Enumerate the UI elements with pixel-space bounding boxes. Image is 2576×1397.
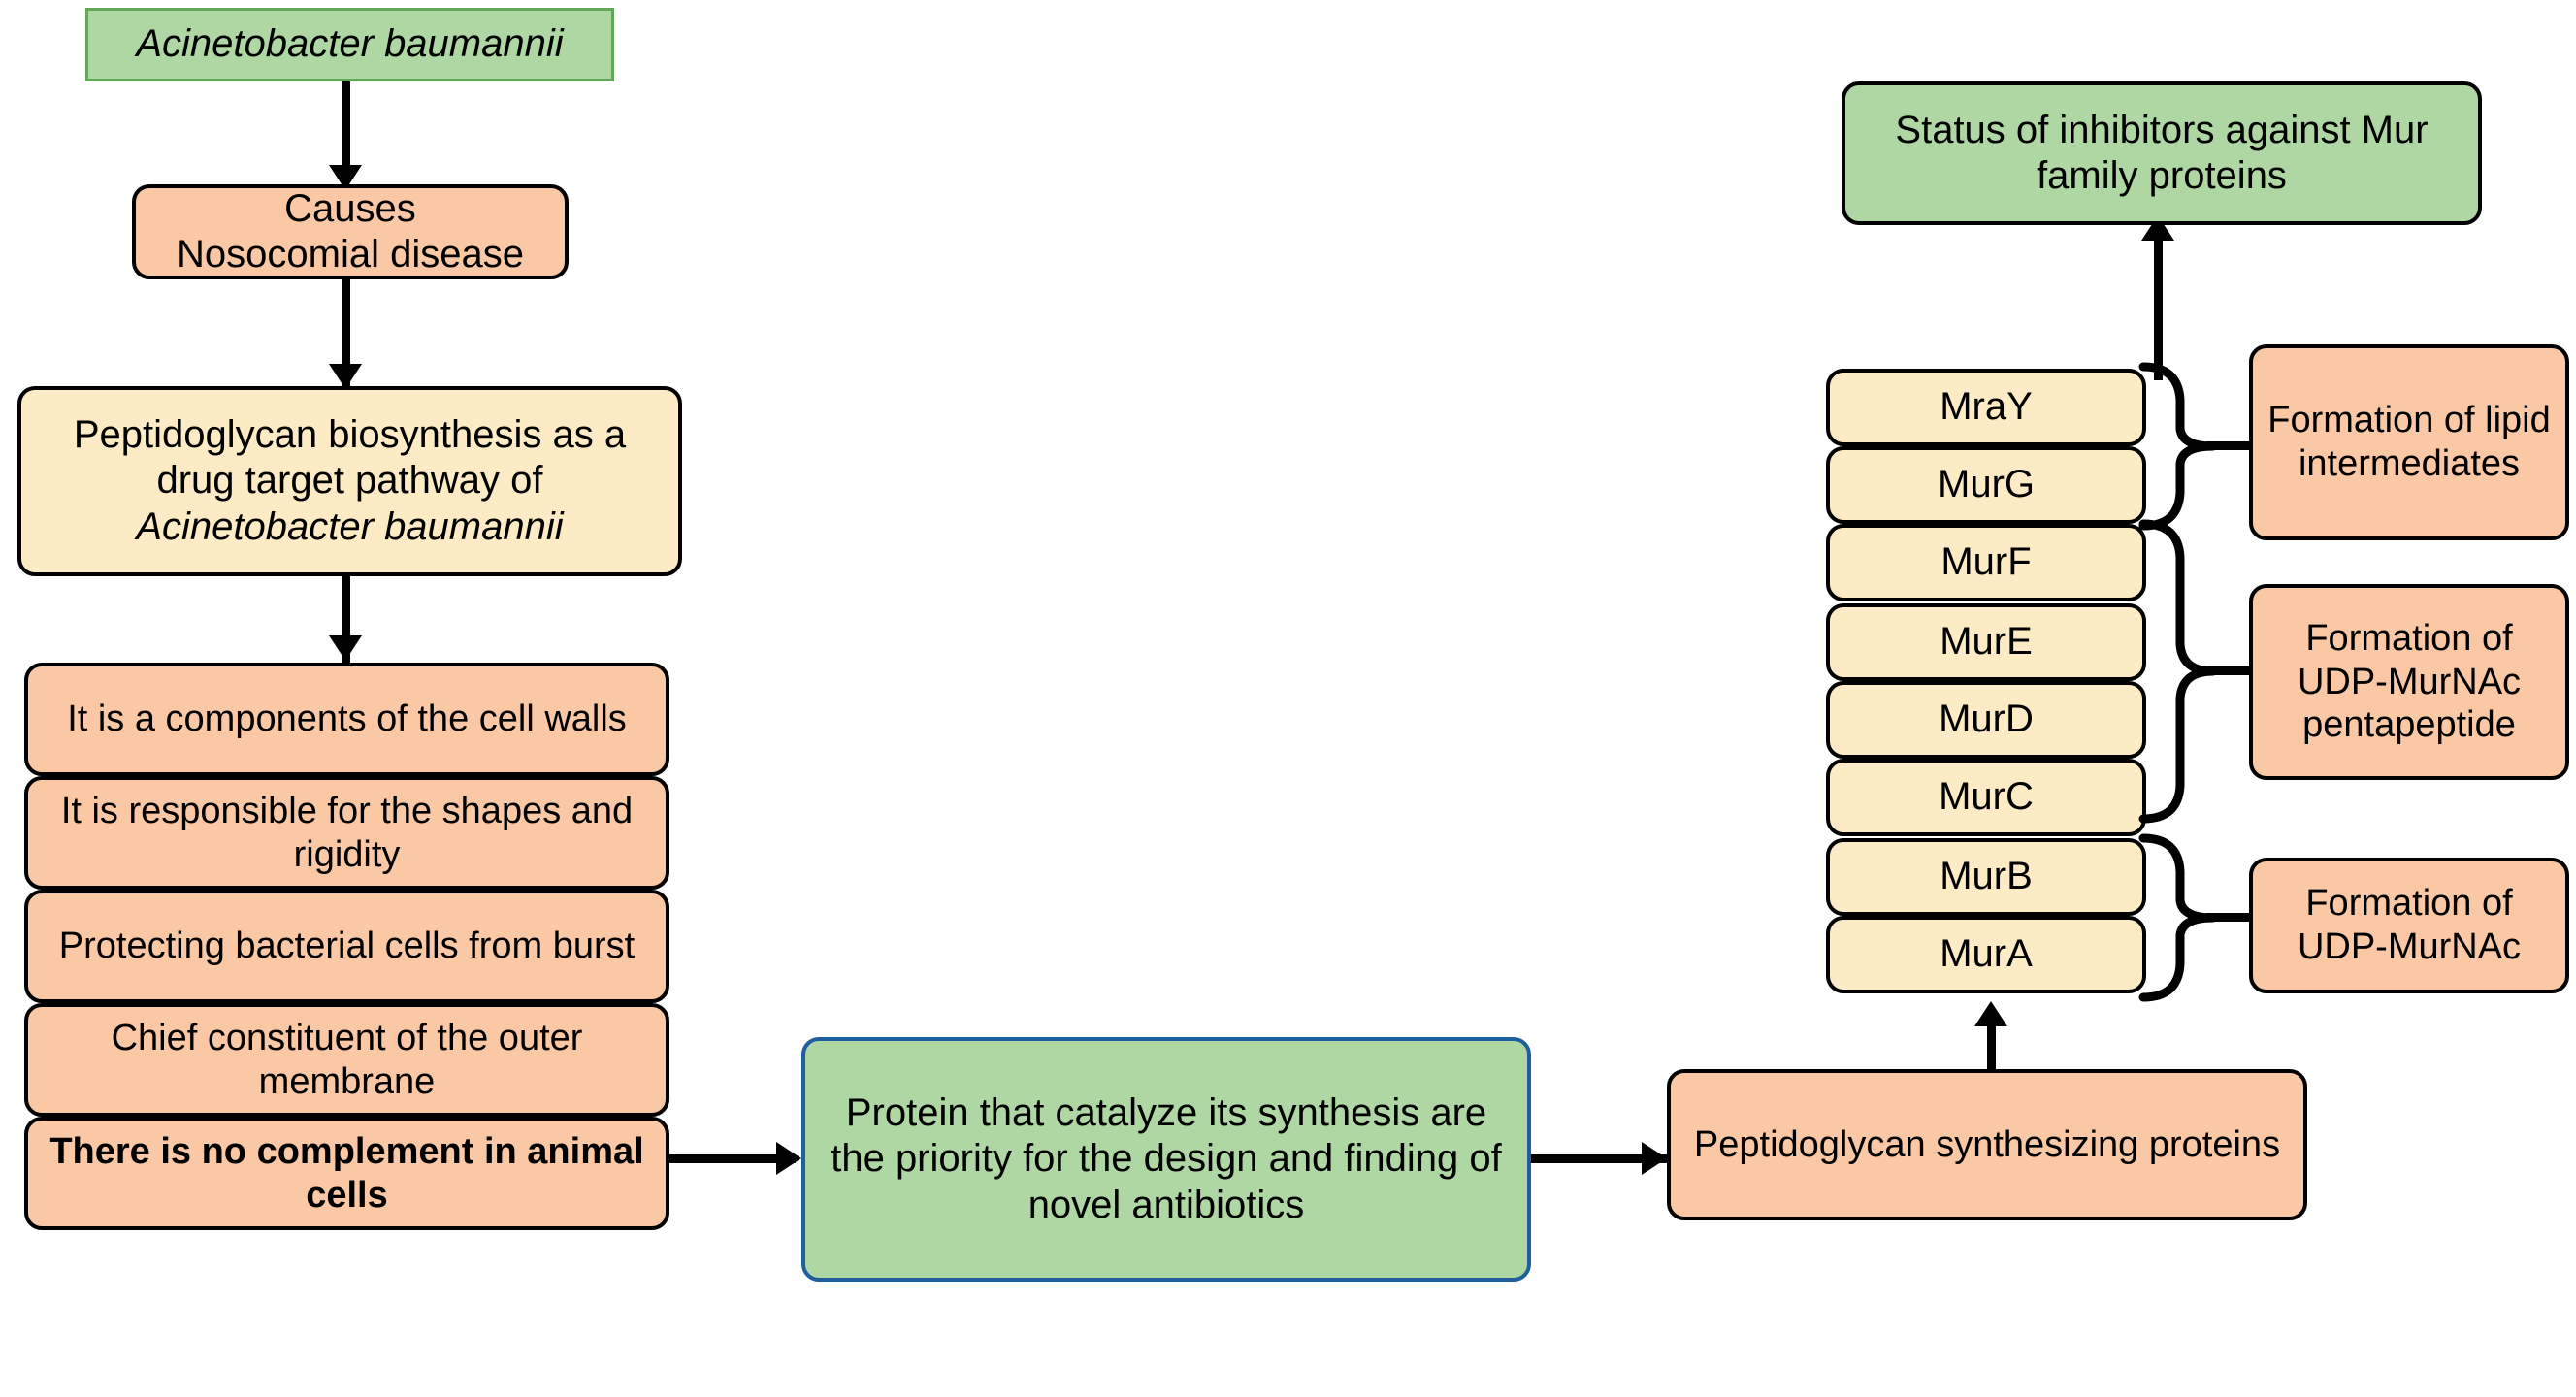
node-property-label: There is no complement in animal cells bbox=[49, 1130, 644, 1216]
node-pathway-drug-target: Peptidoglycan biosynthesis as a drug tar… bbox=[17, 386, 682, 576]
node-protein-murg: MurG bbox=[1826, 446, 2146, 524]
node-function-lipid-intermediates: Formation of lipid intermediates bbox=[2249, 344, 2569, 540]
node-protein-murf: MurF bbox=[1826, 524, 2146, 601]
node-function-udp-murnac-pentapeptide: Formation of UDP-MurNAc pentapeptide bbox=[2249, 584, 2569, 780]
node-protein-murb: MurB bbox=[1826, 838, 2146, 916]
node-synth-proteins-label: Peptidoglycan synthesizing proteins bbox=[1693, 1123, 2281, 1165]
node-organism-label: Acinetobacter baumannii bbox=[136, 22, 564, 66]
node-property-no-complement: There is no complement in animal cells bbox=[24, 1117, 669, 1230]
node-causes-nosocomial-disease: Causes Nosocomial disease bbox=[132, 184, 569, 279]
node-property-protect-burst: Protecting bacterial cells from burst bbox=[24, 890, 669, 1003]
node-protein-mray: MraY bbox=[1826, 369, 2146, 446]
node-protein-label: MurB bbox=[1940, 855, 2033, 898]
connector-causes-to-pathway bbox=[342, 279, 350, 386]
node-property-label: Protecting bacterial cells from burst bbox=[58, 926, 636, 967]
node-property-cell-walls: It is a components of the cell walls bbox=[24, 663, 669, 776]
arrowhead-priority-to-synth-proteins bbox=[1642, 1142, 1667, 1175]
node-priority-statement: Protein that catalyze its synthesis are … bbox=[801, 1037, 1531, 1282]
node-peptidoglycan-synthesizing-proteins: Peptidoglycan synthesizing proteins bbox=[1667, 1069, 2307, 1220]
node-protein-mure: MurE bbox=[1826, 603, 2146, 681]
arrowhead-properties-to-priority bbox=[776, 1142, 801, 1175]
connector-brace3-to-function3 bbox=[2206, 913, 2255, 922]
connector-synth-to-mura bbox=[1987, 1009, 1996, 1071]
connector-proteins-to-status bbox=[2154, 225, 2163, 380]
node-property-shapes-rigidity: It is responsible for the shapes and rig… bbox=[24, 776, 669, 890]
arrowhead-pathway-to-properties bbox=[329, 635, 362, 661]
node-property-outer-membrane: Chief constituent of the outer membrane bbox=[24, 1003, 669, 1117]
node-protein-label: MurC bbox=[1939, 775, 2034, 819]
node-property-label: Chief constituent of the outer membrane bbox=[111, 1017, 583, 1102]
node-causes-label: Causes Nosocomial disease bbox=[177, 186, 524, 276]
node-pathway-line-3: Acinetobacter baumannii bbox=[136, 504, 564, 548]
node-function-label: Formation of UDP-MurNAc bbox=[2297, 883, 2522, 967]
node-protein-mura: MurA bbox=[1826, 916, 2146, 993]
connector-pathway-to-properties bbox=[342, 576, 350, 683]
node-function-udp-murnac: Formation of UDP-MurNAc bbox=[2249, 858, 2569, 993]
node-property-label: It is responsible for the shapes and rig… bbox=[60, 790, 634, 875]
node-protein-label: MurF bbox=[1940, 540, 2032, 584]
node-status-of-inhibitors: Status of inhibitors against Mur family … bbox=[1842, 81, 2482, 225]
connector-properties-to-priority bbox=[669, 1154, 796, 1163]
node-pathway-line-2: drug target pathway of bbox=[156, 459, 543, 503]
connector-brace1-to-function1 bbox=[2206, 441, 2255, 450]
node-priority-label: Protein that catalyze its synthesis are … bbox=[831, 1091, 1502, 1226]
node-protein-murc: MurC bbox=[1826, 759, 2146, 836]
node-function-label: Formation of lipid intermediates bbox=[2267, 400, 2551, 484]
node-protein-label: MurG bbox=[1938, 463, 2035, 506]
node-protein-murd: MurD bbox=[1826, 681, 2146, 759]
node-property-label: It is a components of the cell walls bbox=[67, 698, 627, 740]
connector-priority-to-synth-proteins bbox=[1531, 1154, 1667, 1163]
node-function-label: Formation of UDP-MurNAc pentapeptide bbox=[2297, 617, 2522, 746]
node-protein-label: MurE bbox=[1940, 620, 2033, 664]
connector-organism-to-causes bbox=[342, 81, 350, 179]
node-organism-acinetobacter-baumannii: Acinetobacter baumannii bbox=[85, 8, 614, 81]
node-protein-label: MurD bbox=[1939, 698, 2034, 741]
node-protein-label: MraY bbox=[1940, 385, 2033, 429]
arrowhead-synth-to-mura bbox=[1974, 1001, 2007, 1026]
node-status-label: Status of inhibitors against Mur family … bbox=[1895, 108, 2429, 197]
node-protein-label: MurA bbox=[1940, 932, 2033, 976]
node-pathway-line-1: Peptidoglycan biosynthesis as a bbox=[73, 413, 627, 457]
arrowhead-causes-to-pathway bbox=[329, 364, 362, 389]
connector-brace2-to-function2 bbox=[2206, 666, 2255, 675]
